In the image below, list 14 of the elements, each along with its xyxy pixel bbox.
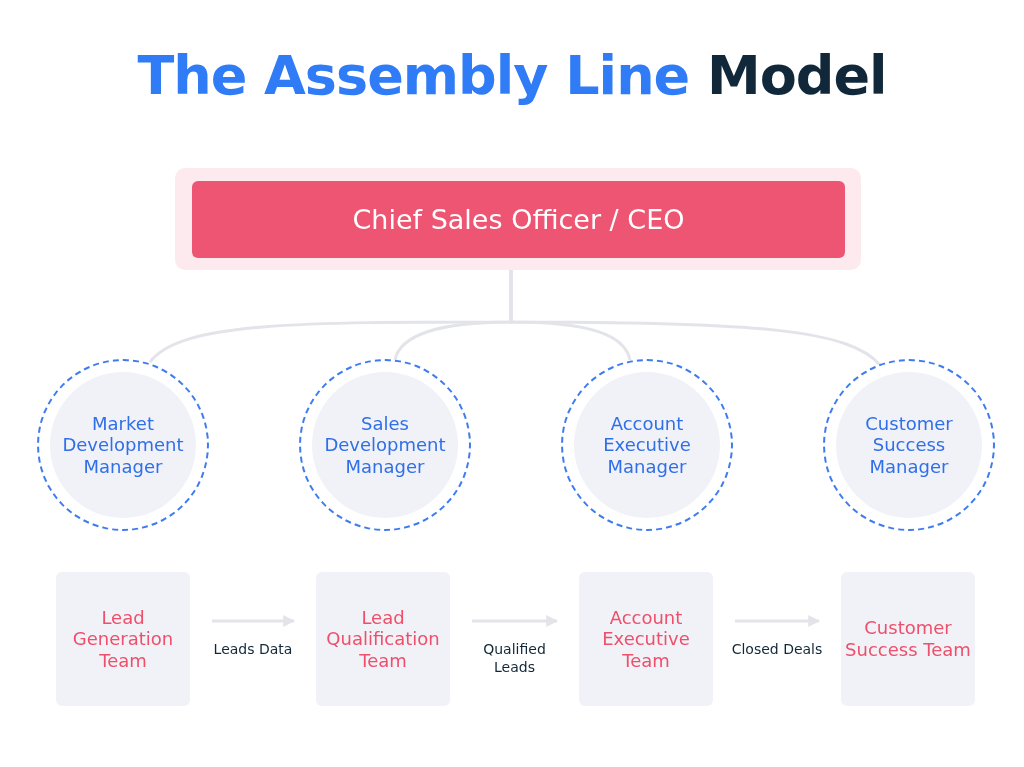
arrow: [735, 615, 821, 627]
team-label: Lead Generation Team: [71, 606, 175, 672]
role-label: Customer Success Manager: [864, 412, 954, 478]
arrow: [472, 615, 559, 627]
role-label: Chief Sales Officer / CEO: [352, 204, 685, 235]
role-box: [192, 181, 845, 258]
title: The Assembly Line Model: [136, 44, 888, 107]
team-label: Customer Success Team: [844, 617, 972, 661]
role-label: Market Development Manager: [61, 412, 185, 478]
role-label: Account Executive Manager: [602, 412, 692, 478]
arrow: [212, 615, 296, 627]
team-label: Account Executive Team: [601, 606, 691, 672]
role-label: Sales Development Manager: [323, 412, 447, 478]
team-label: Lead Qualification Team: [325, 606, 441, 672]
